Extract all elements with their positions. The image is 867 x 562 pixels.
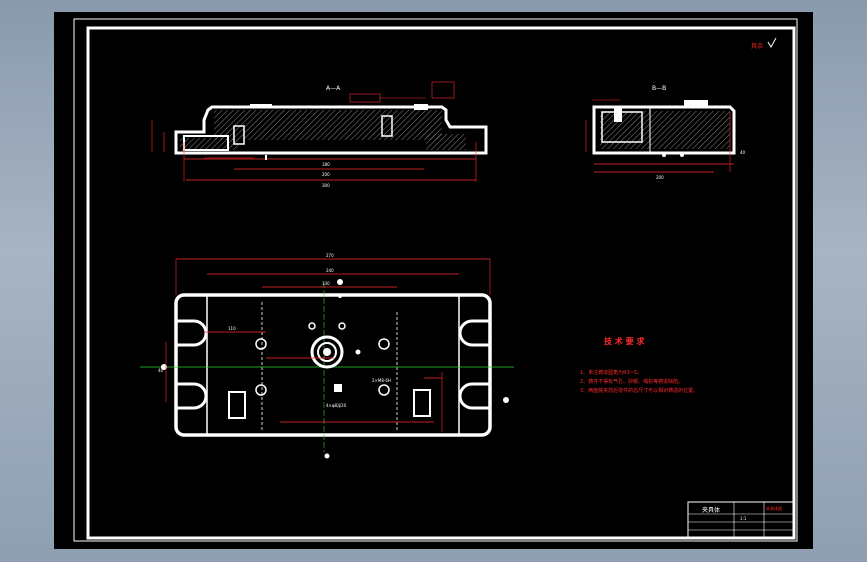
- dim-plan-left: 40: [158, 368, 164, 373]
- dim-top-inner: 180: [322, 162, 330, 167]
- section-a-view: A—A 180 200 300: [151, 81, 488, 188]
- plan-view: 270 240 130 110 40 2×M8-6H 4×φ8深20: [140, 253, 514, 459]
- technical-requirements: 技 术 要 求 1、未注铸造圆角为R3~5。 2、铸件不得有气孔、砂眼、缩松等铸…: [580, 336, 698, 394]
- dim-plan-overall: 270: [326, 253, 334, 258]
- roughness-check-icon: [767, 37, 777, 48]
- dim-top-mid: 200: [322, 172, 330, 177]
- dim-side-width: 200: [656, 175, 664, 180]
- dim-plan-note1: 2×M8-6H: [372, 378, 391, 383]
- dim-plan-second: 240: [326, 268, 334, 273]
- dim-plan-note2: 4×φ8深20: [326, 402, 347, 408]
- dim-plan-fourth: 110: [228, 326, 236, 331]
- roughness-mark: 其余: [751, 42, 763, 50]
- dim-plan-third: 130: [322, 281, 330, 286]
- outer-sheet-border: [73, 18, 798, 542]
- inner-sheet-border: [86, 26, 796, 540]
- drawing-viewport[interactable]: 其余 A—A 180 200 300: [54, 12, 813, 549]
- section-b-view: B—B 200 40: [585, 85, 746, 180]
- title-block-drawing-no: 夹具体图: [766, 505, 782, 511]
- dim-top-overall: 300: [322, 183, 330, 188]
- tech-note-1: 1、未注铸造圆角为R3~5。: [580, 369, 642, 376]
- tech-note-3: 3、两面装夹前后零件的总尺寸可以相对铸造的位置。: [580, 387, 698, 394]
- title-block: 夹具体 夹具体图 1:1: [687, 501, 795, 539]
- tech-title: 技 术 要 求: [604, 336, 645, 346]
- tech-note-2: 2、铸件不得有气孔、砂眼、缩松等铸造缺陷。: [580, 378, 683, 385]
- section-a-title: A—A: [326, 85, 341, 92]
- section-b-title: B—B: [652, 85, 666, 92]
- dim-side-height: 40: [740, 150, 746, 155]
- title-block-name: 夹具体: [702, 506, 720, 514]
- title-block-scale: 1:1: [740, 516, 747, 521]
- cad-sheet: 其余 A—A 180 200 300: [73, 18, 798, 542]
